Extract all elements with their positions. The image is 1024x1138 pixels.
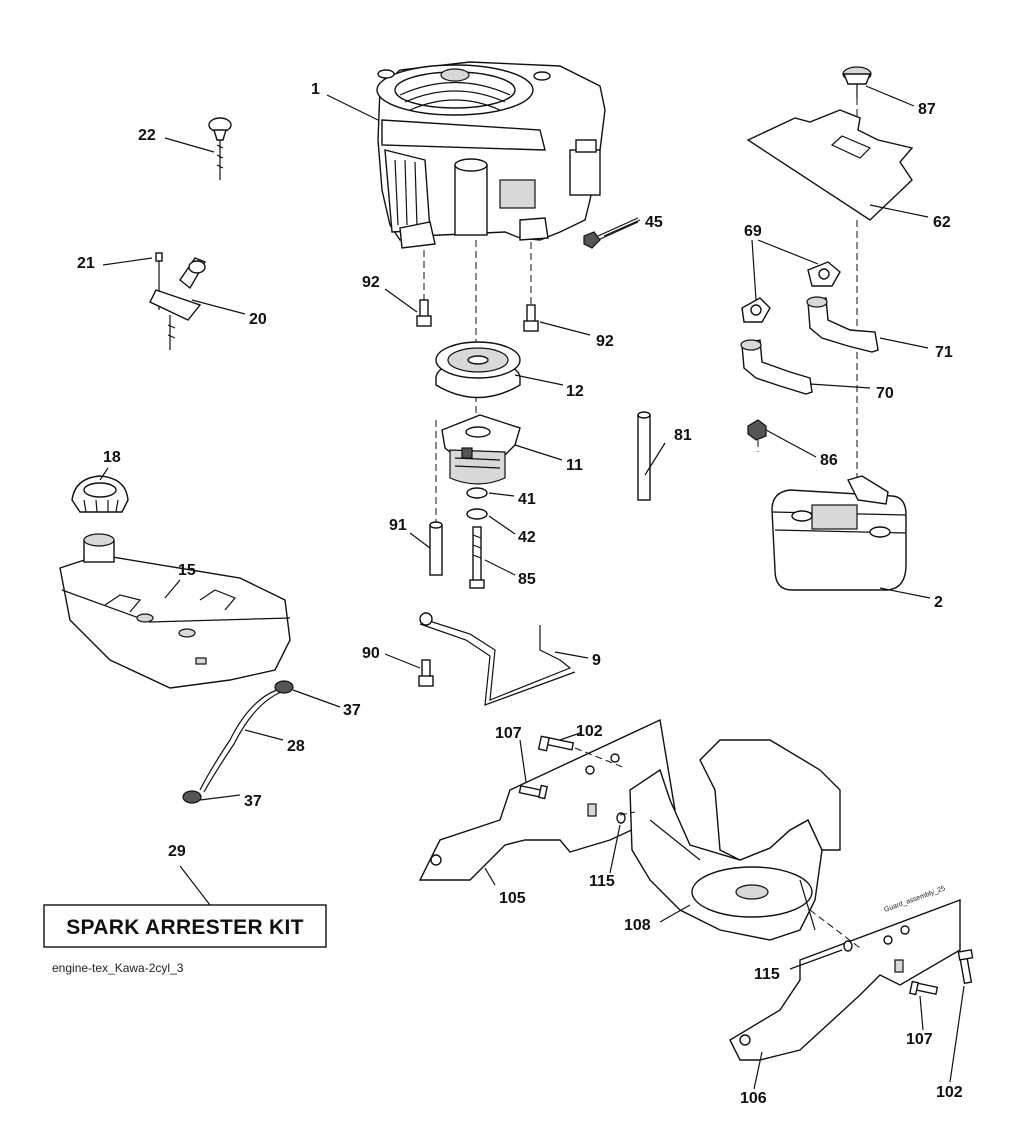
callout-9: 9 [592,652,601,669]
callout-81: 81 [674,427,692,444]
washer-41-part [466,487,488,499]
heat-shield-62-part [746,109,914,221]
callout-107-lower: 107 [906,1031,933,1048]
spark-arrester-kit-box: SPARK ARRESTER KIT [43,904,327,948]
fuel-cap-part [71,475,129,513]
callout-90: 90 [362,645,380,662]
callout-12: 12 [566,383,584,400]
clutch-part [441,414,521,485]
washer-115-upper-part [616,812,626,824]
callout-106: 106 [740,1090,767,1107]
callout-42: 42 [518,529,536,546]
bolt-107-lower-part [908,980,939,996]
bracket-9-part [419,612,576,706]
rod-81-part [637,411,651,501]
callout-29: 29 [168,843,186,860]
callout-85: 85 [518,571,536,588]
callout-91: 91 [389,517,407,534]
callout-69: 69 [744,223,762,240]
callout-107-upper: 107 [495,725,522,742]
bolt-45-part [583,217,639,249]
callout-71: 71 [935,344,953,361]
guard-108-part [629,739,841,941]
plate-106-part [729,898,961,1061]
callout-11: 11 [566,457,583,474]
fuel-tank-part [59,533,291,689]
callout-102-upper: 102 [576,723,603,740]
callout-1: 1 [311,81,320,98]
callout-21: 21 [77,255,95,272]
callout-62: 62 [933,214,951,231]
washer-115-lower-part [843,940,853,952]
callout-37-upper: 37 [343,702,361,719]
callout-102-lower: 102 [936,1084,963,1101]
callout-87: 87 [918,101,936,118]
bolt-92-right-part [523,304,539,332]
choke-knob-22-part [208,117,232,180]
bolt-90-part [418,659,434,687]
nut-86-part [747,419,767,441]
fuel-line-part [182,680,294,804]
bolt-107-upper-part [518,784,549,800]
callout-92-right: 92 [596,333,614,350]
callout-105: 105 [499,890,526,907]
bolt-102-lower-part [957,949,974,985]
spacer-91-part [429,521,443,576]
callout-22: 22 [138,127,156,144]
callout-86: 86 [820,452,838,469]
callout-115-upper: 115 [589,873,615,890]
throttle-control-20-part [149,252,207,350]
callout-70: 70 [876,385,894,402]
pulley-part [435,341,521,399]
callout-92-left: 92 [362,274,380,291]
bolt-85-part [469,526,485,589]
callout-41: 41 [518,491,536,508]
callout-45: 45 [645,214,663,231]
callout-37-lower: 37 [244,793,262,810]
washer-42-part [466,508,488,520]
muffler-2-part [771,475,907,591]
pipe-71-part [806,296,879,353]
callout-115-lower: 115 [754,966,780,983]
engine-part [376,61,606,249]
bolt-102-upper-part [537,735,575,752]
callout-2: 2 [934,594,943,611]
gaskets-69-part [741,261,841,323]
callout-28: 28 [287,738,305,755]
callout-108: 108 [624,917,651,934]
pipe-70-part [740,339,813,395]
bolt-92-left-part [416,299,432,327]
leader-lines [99,85,965,1090]
callout-15: 15 [178,562,196,579]
callout-18: 18 [103,449,121,466]
diagram-caption: engine-tex_Kawa-2cyl_3 [52,961,184,975]
callout-20: 20 [249,311,267,328]
knob-87-part [842,66,872,98]
spark-arrester-kit-label: SPARK ARRESTER KIT [66,916,304,939]
